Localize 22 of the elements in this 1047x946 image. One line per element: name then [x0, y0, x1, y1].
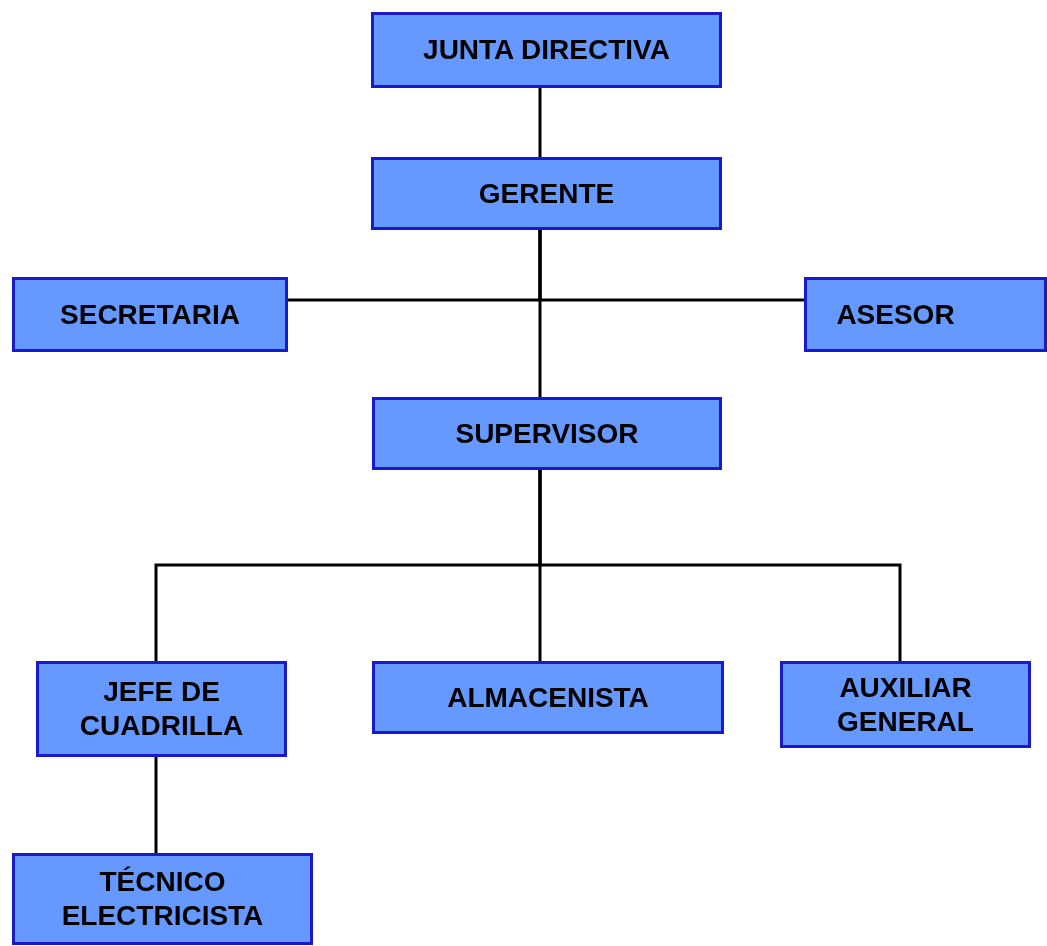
connector-line — [538, 470, 902, 661]
position-title: JEFE DE CUADRILLA — [78, 675, 245, 743]
position-box — [371, 157, 722, 230]
position-box — [804, 277, 1047, 352]
position-title: JUNTA DIRECTIVA — [423, 33, 670, 67]
connector-line — [154, 757, 158, 853]
position-title: SUPERVISOR — [455, 416, 639, 451]
position-box — [372, 397, 722, 470]
position-title: GERENTE — [478, 176, 615, 211]
connector-line — [538, 88, 542, 157]
position-title: ASESOR — [836, 297, 955, 332]
position-box — [12, 853, 313, 945]
position-box — [372, 661, 724, 734]
position-title: TÉCNICO ELECTRICISTA — [60, 865, 265, 933]
position-title: ALMACENISTA — [447, 680, 649, 715]
position-title: SECRETARIA — [60, 297, 240, 332]
position-box — [780, 661, 1031, 748]
position-box — [36, 661, 287, 757]
connector-line — [538, 230, 542, 397]
position-title: AUXILIAR GENERAL — [836, 670, 975, 739]
position-box — [371, 12, 722, 88]
position-box — [12, 277, 288, 352]
